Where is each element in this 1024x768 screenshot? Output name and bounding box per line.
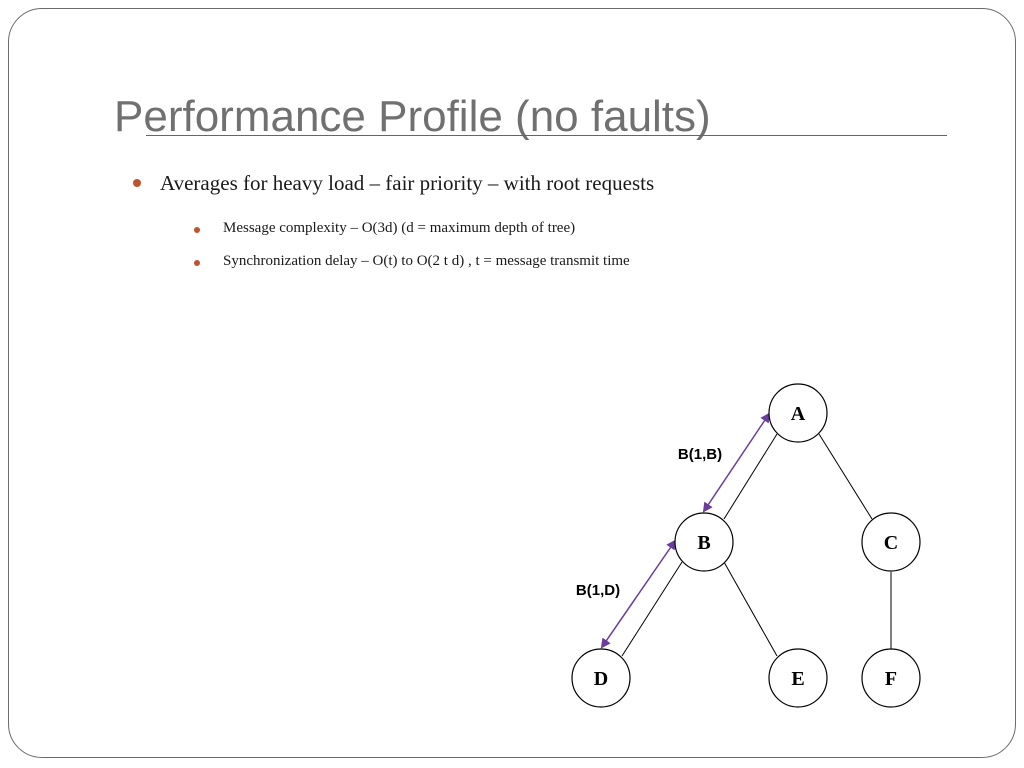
node-label: B	[697, 532, 710, 554]
tree-node-f: F	[861, 648, 921, 708]
tree-node-b: B	[674, 512, 734, 572]
edge-label-a-b: B(1,B)	[678, 446, 722, 463]
bullet-dot-icon	[133, 179, 141, 187]
slide-title: Performance Profile (no faults)	[114, 92, 711, 141]
sub-bullet-dot-icon	[194, 227, 200, 233]
tree-node-d: D	[571, 648, 631, 708]
edge-label-b-d: B(1,D)	[576, 582, 620, 599]
slide-frame	[8, 8, 1016, 758]
sub-bullet-dot-icon	[194, 260, 200, 266]
edge-a-c	[818, 433, 873, 520]
edge-b-e	[723, 561, 778, 657]
tree-node-e: E	[768, 648, 828, 708]
node-label: D	[594, 668, 608, 690]
tree-node-a: A	[768, 383, 828, 443]
message-arrow-a-b	[702, 412, 771, 513]
node-label: F	[885, 668, 897, 690]
edge-b-d	[621, 561, 683, 657]
node-label: C	[884, 532, 898, 554]
tree-node-c: C	[861, 512, 921, 572]
edge-a-b	[723, 433, 778, 520]
node-label: E	[791, 668, 804, 690]
sub-bullet-item: Message complexity – O(3d) (d = maximum …	[223, 220, 576, 236]
bullet-item: Averages for heavy load – fair priority …	[160, 171, 655, 195]
node-label: A	[791, 403, 806, 425]
title-underline	[146, 135, 947, 136]
sub-bullet-item: Synchronization delay – O(t) to O(2 t d)…	[223, 253, 630, 269]
message-arrow-b-d	[600, 539, 677, 649]
